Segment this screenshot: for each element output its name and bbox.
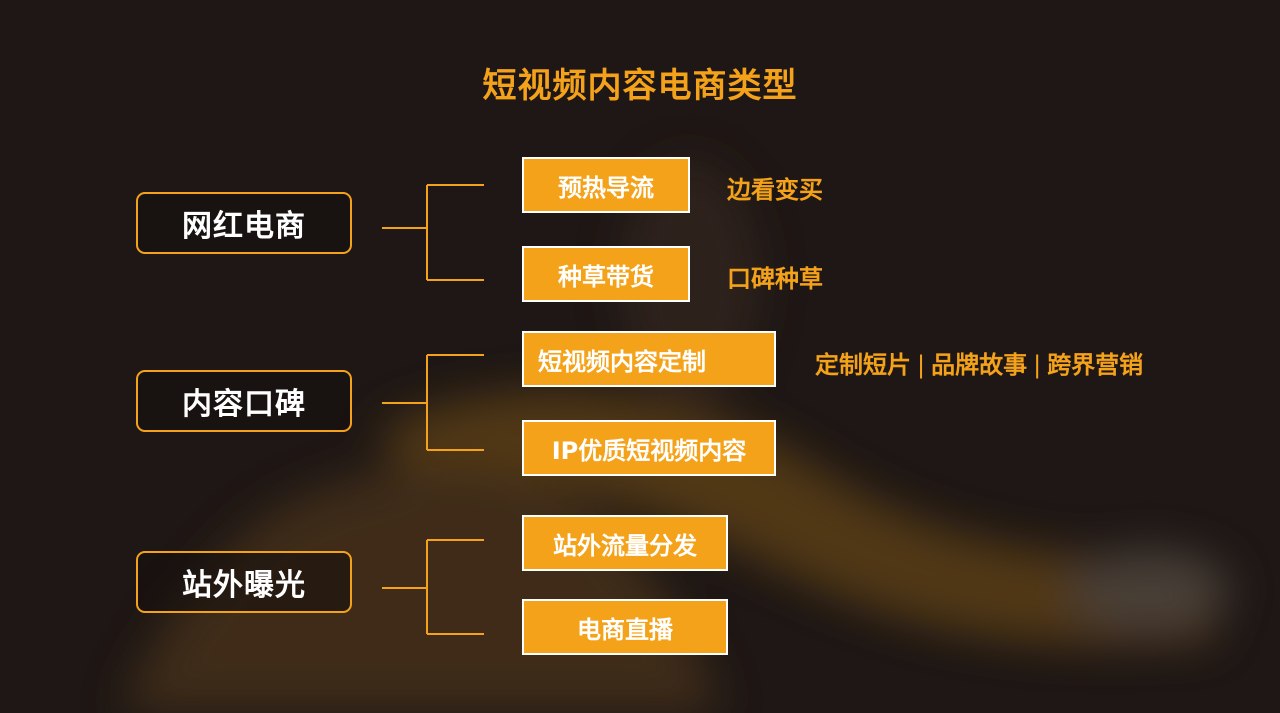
category-box-2: 内容口碑	[136, 370, 352, 432]
sub-item-2b: IP优质短视频内容	[522, 420, 776, 476]
category-box-3: 站外曝光	[136, 551, 352, 613]
sub-item-1a: 预热导流	[522, 157, 690, 213]
sub-item-1b: 种草带货	[522, 246, 690, 302]
sub-item-3b: 电商直播	[522, 599, 728, 655]
note-separator: |	[917, 351, 926, 379]
note-separator: |	[1033, 351, 1042, 379]
note-2a-part-1: 定制短片	[815, 351, 911, 379]
note-2a: 定制短片|品牌故事|跨界营销	[815, 345, 1143, 380]
note-1b: 口碑种草	[727, 265, 823, 293]
page-title: 短视频内容电商类型	[482, 66, 798, 106]
category-box-1: 网红电商	[136, 192, 352, 254]
note-1a: 边看变买	[727, 176, 823, 204]
note-2a-part-2: 品牌故事	[931, 351, 1028, 379]
sub-item-3a: 站外流量分发	[522, 515, 728, 571]
sub-item-2a: 短视频内容定制	[522, 331, 776, 387]
note-2a-part-3: 跨界营销	[1047, 351, 1144, 379]
